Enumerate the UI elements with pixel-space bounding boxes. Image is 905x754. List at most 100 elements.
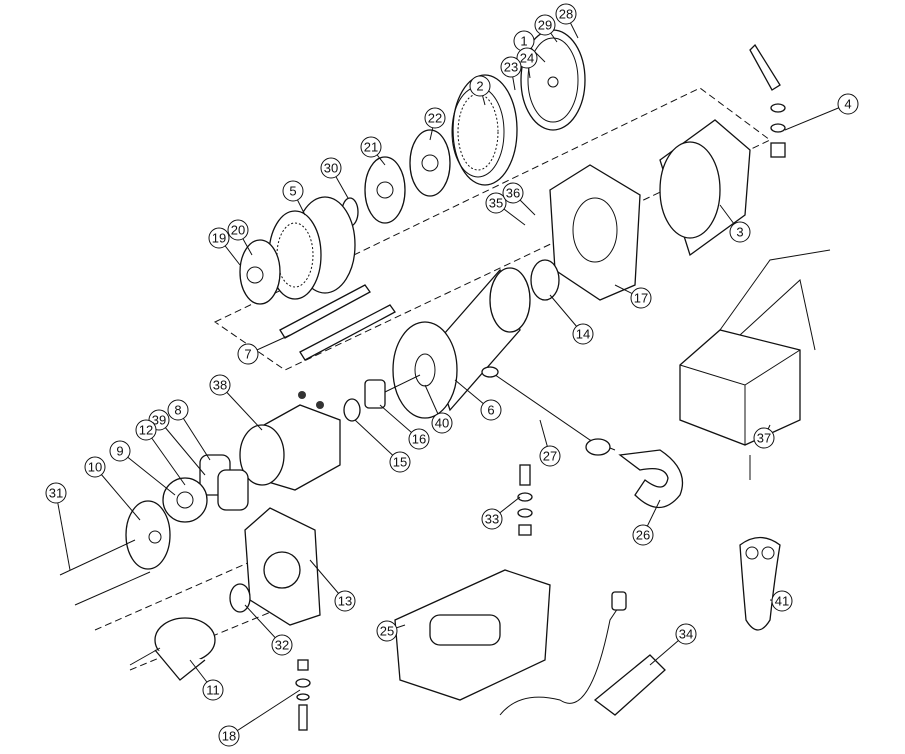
leader-line — [784, 103, 849, 131]
callout-circle — [227, 219, 249, 241]
rope-lug — [481, 366, 499, 378]
callout-circle — [209, 374, 231, 396]
hook-part — [618, 449, 684, 509]
callout-label: 39 — [152, 413, 166, 428]
callout-4: 4 — [784, 93, 859, 131]
callout-label: 8 — [174, 403, 181, 418]
callout-label: 17 — [634, 291, 648, 306]
callout-18: 18 — [218, 689, 301, 747]
callout-label: 18 — [222, 729, 236, 744]
callout-circle — [218, 725, 240, 747]
callout-40: 40 — [424, 384, 453, 434]
callout-label: 11 — [206, 683, 220, 698]
control-box-part — [679, 249, 831, 446]
callout-label: 23 — [504, 60, 518, 75]
callout-37: 37 — [753, 424, 775, 449]
callout-11: 11 — [189, 659, 224, 701]
callout-35: 35 — [485, 192, 526, 226]
callout-circle — [632, 524, 654, 546]
callout-circle — [84, 456, 106, 478]
wire-rope — [484, 367, 616, 451]
callout-circle — [271, 634, 293, 656]
motor-housing-part — [239, 391, 341, 491]
callout-label: 34 — [679, 627, 693, 642]
callout-34: 34 — [649, 623, 697, 666]
callout-label: 15 — [393, 455, 407, 470]
callout-circle — [167, 399, 189, 421]
callout-label: 25 — [380, 624, 394, 639]
callout-29: 29 — [534, 14, 558, 43]
callout-circle — [753, 427, 775, 449]
sun-gear-part — [239, 239, 281, 305]
callout-group: 2829124232222130520197353634171464016153… — [45, 3, 859, 747]
armature-part — [129, 617, 216, 681]
callout-circle — [534, 14, 556, 36]
callout-label: 40 — [435, 416, 449, 431]
leader-line — [94, 466, 141, 521]
callout-label: 9 — [116, 444, 123, 459]
planet-carrier-22 — [409, 129, 451, 197]
callout-circle — [729, 221, 751, 243]
callout-circle — [555, 3, 577, 25]
callout-label: 3 — [736, 225, 743, 240]
hardware-18 — [295, 659, 311, 731]
callout-3: 3 — [719, 204, 751, 243]
callout-8: 8 — [167, 399, 211, 461]
bushing-14 — [530, 259, 560, 301]
remote-control-part — [499, 591, 666, 716]
callout-33: 33 — [481, 496, 521, 530]
callout-13: 13 — [309, 559, 356, 612]
callout-12: 12 — [135, 419, 186, 486]
assembly-axis-box — [214, 87, 771, 371]
brush-plate — [162, 477, 208, 523]
callout-circle — [45, 482, 67, 504]
callout-15: 15 — [354, 419, 411, 473]
callout-circle — [539, 445, 561, 467]
callout-label: 14 — [576, 327, 590, 342]
callout-label: 2 — [476, 79, 483, 94]
callout-circle — [376, 620, 398, 642]
callout-circle — [109, 440, 131, 462]
end-plate-10 — [125, 500, 171, 570]
callout-circle — [135, 419, 157, 441]
leader-line — [228, 689, 301, 737]
callout-circle — [572, 323, 594, 345]
callout-label: 31 — [49, 486, 63, 501]
callout-24: 24 — [516, 47, 538, 79]
callout-circle — [481, 508, 503, 530]
leader-line — [158, 419, 206, 476]
callout-27: 27 — [539, 419, 561, 467]
callout-2: 2 — [469, 75, 491, 106]
callout-label: 10 — [88, 460, 102, 475]
callout-circle — [408, 428, 430, 450]
callout-circle — [500, 56, 522, 78]
callout-label: 4 — [844, 97, 851, 112]
callout-38: 38 — [209, 374, 263, 431]
planet-carrier-21 — [364, 156, 406, 224]
callout-circle — [389, 451, 411, 473]
callout-label: 21 — [364, 140, 378, 155]
callout-30: 30 — [320, 157, 349, 199]
callout-6: 6 — [454, 379, 502, 421]
callout-31: 31 — [45, 482, 71, 571]
callout-circle — [469, 75, 491, 97]
callout-circle — [485, 192, 507, 214]
callout-label: 30 — [324, 161, 338, 176]
callout-circle — [837, 93, 859, 115]
callout-label: 16 — [412, 432, 426, 447]
wireless-remote-part — [739, 536, 781, 631]
callout-16: 16 — [379, 404, 430, 450]
callout-circle — [320, 157, 342, 179]
callout-circle — [431, 412, 453, 434]
callout-circle — [360, 136, 382, 158]
callout-circle — [771, 590, 793, 612]
callout-label: 6 — [487, 403, 494, 418]
callout-label: 41 — [775, 594, 789, 609]
leader-line — [55, 492, 71, 571]
callout-label: 27 — [543, 449, 557, 464]
callout-circle — [675, 623, 697, 645]
callout-label: 33 — [485, 512, 499, 527]
callout-19: 19 — [208, 227, 241, 266]
callout-17: 17 — [614, 284, 652, 309]
